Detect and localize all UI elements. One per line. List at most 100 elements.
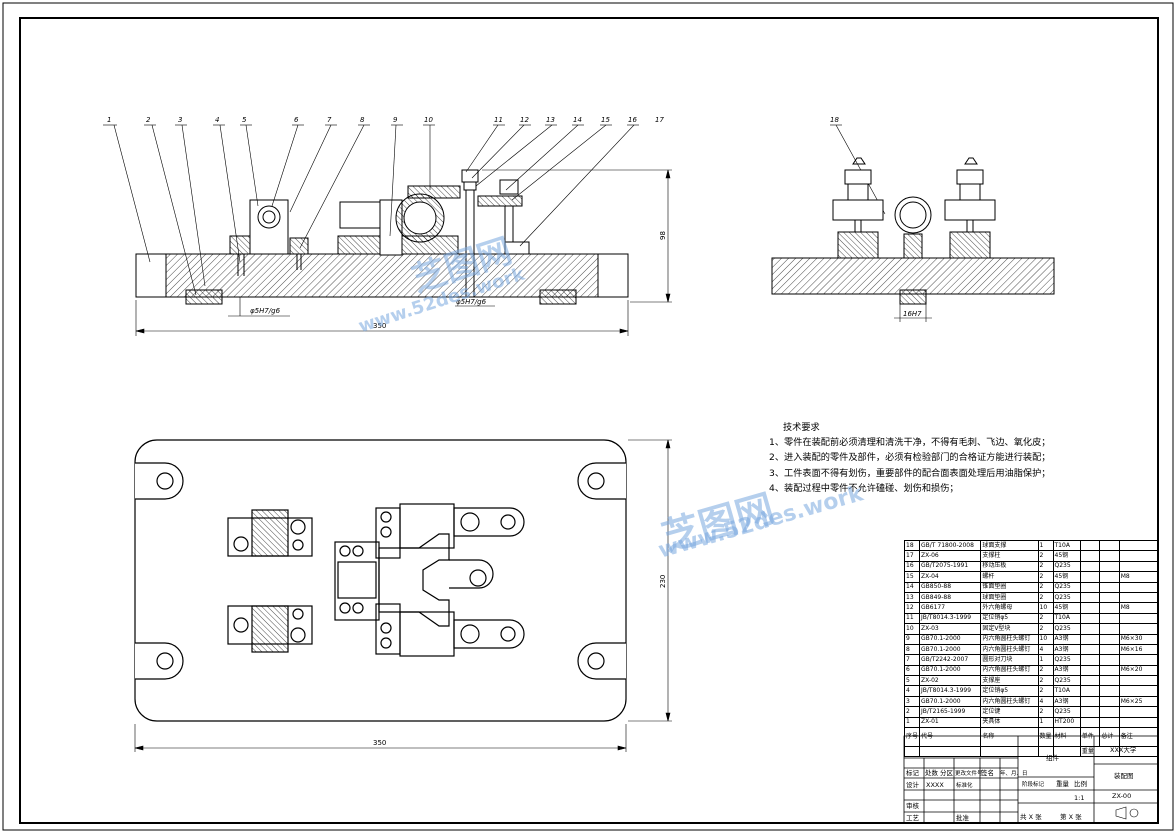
balloon-1: 1 (107, 116, 111, 124)
bom-cell-empty (1079, 716, 1101, 729)
bom-weight-label: 重量 (1079, 746, 1120, 758)
bom-cell: 10 (1037, 633, 1054, 645)
bom-cell: Q235 (1052, 623, 1081, 635)
bom-cell: 3 (903, 695, 921, 708)
balloon-17: 17 (655, 116, 664, 124)
bom-cell: 外六角螺母 (980, 602, 1039, 614)
bom-cell: 2 (1037, 675, 1054, 687)
bom-cell: JB/T8014.3-1999 (919, 612, 982, 625)
bom-cell-empty (1099, 664, 1120, 677)
bom-cell-empty (1079, 539, 1101, 552)
bom-cell-empty (1099, 539, 1120, 552)
balloon-leaders (103, 124, 886, 296)
tb-label-approve: 批准 (956, 813, 970, 822)
bom-cell-empty (1099, 643, 1120, 656)
bom-cell-empty (1079, 550, 1101, 562)
bom-cell (1118, 675, 1159, 687)
tb-scale: 1:1 (1074, 794, 1084, 802)
balloon-3: 3 (178, 116, 182, 124)
bom-cell-empty (1099, 716, 1120, 729)
front-height-dimension (665, 169, 671, 303)
bom-cell-empty (1079, 664, 1101, 677)
bom-cell: 2 (1037, 571, 1054, 583)
tb-label-scale: 比例 (1074, 779, 1087, 788)
bom-subheader-cell (903, 746, 921, 758)
tb-label-design: 设计 (906, 780, 920, 789)
bom-cell: 球面垫圈 (980, 591, 1039, 604)
bom-cell: 内六角圆柱头螺钉 (980, 633, 1039, 645)
bom-cell: A3钢 (1052, 643, 1081, 656)
bom-header-cell: 总计 (1099, 727, 1120, 748)
tb-drawing: 装配图 (1114, 771, 1134, 780)
bom-cell: 2 (1037, 550, 1054, 562)
bom-cell: 2 (1037, 706, 1054, 718)
bom-cell (1118, 706, 1159, 718)
tb-label-sheet: 第 X 张 (1060, 812, 1082, 821)
bom-cell: 内六角圆柱头螺钉 (980, 643, 1039, 656)
tb-label-total-sheets: 共 X 张 (1020, 812, 1042, 821)
balloon-8: 8 (360, 116, 365, 124)
bom-subheader-cell (1052, 746, 1081, 758)
projection-symbol (1115, 806, 1139, 820)
bom-cell: HT200 (1052, 716, 1081, 729)
balloon-9: 9 (393, 116, 398, 124)
bom-header-cell: 单件 (1079, 727, 1101, 748)
tb-designer: XXXX (926, 781, 944, 789)
fit-label-right: φ5H7/g6 (456, 298, 487, 306)
bom-cell: 45钢 (1052, 602, 1081, 614)
bom-cell (1118, 685, 1159, 697)
bom-cell: 固定V型块 (980, 623, 1039, 635)
bom-cell-empty (1099, 675, 1120, 687)
bom-cell: 球面支撑 (980, 539, 1039, 552)
tb-label-count: 处数 (925, 768, 939, 777)
bom-header-cell: 数量 (1037, 727, 1054, 748)
bom-cell: M8 (1118, 602, 1159, 614)
bom-cell-empty (1099, 602, 1120, 614)
front-height-value: 98 (659, 231, 667, 240)
bom-cell: 12 (903, 602, 921, 614)
bom-cell-empty (1099, 633, 1120, 645)
tb-assembly: 组件 (1046, 753, 1060, 762)
bom-cell: 1 (1037, 539, 1054, 552)
bom-cell: 1 (1037, 716, 1054, 729)
bom-cell-empty (1079, 685, 1101, 697)
front-width-value: 350 (373, 322, 386, 330)
bom-cell: 17 (903, 550, 921, 562)
balloon-4: 4 (215, 116, 219, 124)
bom-cell: 支撑座 (980, 675, 1039, 687)
balloon-5: 5 (242, 116, 247, 124)
bom-header-cell: 材料 (1052, 727, 1081, 748)
tb-label-sign: 签名 (981, 768, 994, 777)
bom-cell: 4 (1037, 643, 1054, 656)
bom-cell (1118, 560, 1159, 573)
front-width-dimension (135, 328, 629, 334)
bom-subheader-cell (1118, 746, 1159, 758)
balloon-14: 14 (573, 116, 582, 124)
bom-cell: 18 (903, 539, 921, 552)
bom-cell (1118, 612, 1159, 625)
bom-cell: GB/T2075-1991 (919, 560, 982, 573)
bom-cell: Q235 (1052, 706, 1081, 718)
bom-cell-empty (1079, 612, 1101, 625)
bom-cell: 定位键 (980, 706, 1039, 718)
bom-cell: Q235 (1052, 581, 1081, 593)
bom-header-cell: 备注 (1118, 727, 1159, 748)
bom-cell-empty (1079, 560, 1101, 573)
bom-cell: 7 (903, 654, 921, 666)
bom-cell: GB70.1-2000 (919, 664, 982, 677)
bom-cell: 定位销φ5 (980, 685, 1039, 697)
bom-cell: 2 (903, 706, 921, 718)
bom-cell: 2 (1037, 560, 1054, 573)
bom-cell: JB/T2165-1999 (919, 706, 982, 718)
bom-subheader-cell (980, 746, 1039, 758)
side-view (771, 157, 1055, 322)
bom-cell: 9 (903, 633, 921, 645)
tech-line-2: 2、进入装配的零件及部件，必须有检验部门的合格证方能进行装配； (769, 452, 1051, 464)
bom-cell: GB850-88 (919, 581, 982, 593)
bom-cell: 1 (903, 716, 921, 729)
